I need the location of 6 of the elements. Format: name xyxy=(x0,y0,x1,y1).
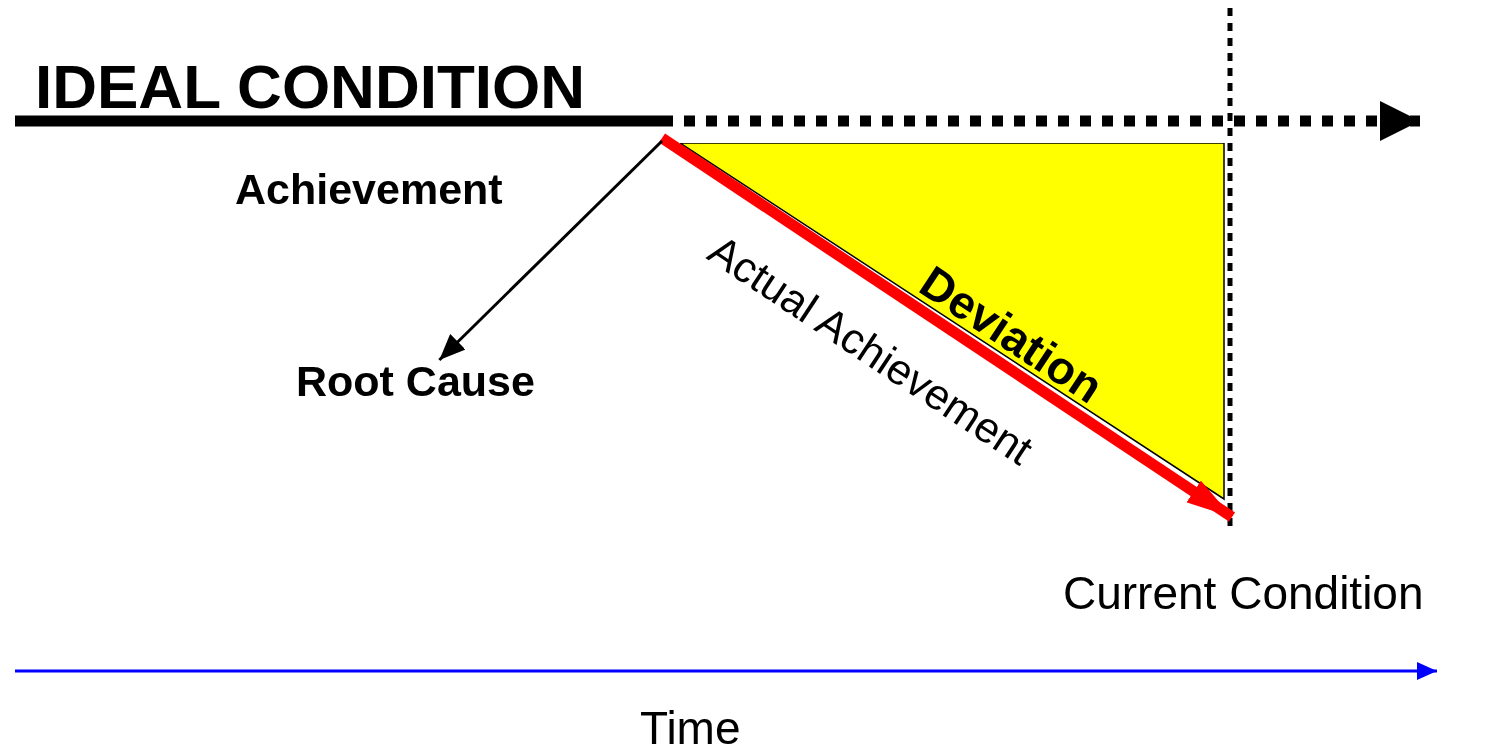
condition-heading: IDEAL CONDITION xyxy=(35,56,585,118)
axis-label: Time xyxy=(640,705,741,751)
axis-label: Achievement xyxy=(235,168,503,211)
cause-label: Root Cause xyxy=(296,360,535,403)
arrow xyxy=(438,139,664,362)
condition-label: Current Condition xyxy=(1063,570,1424,616)
